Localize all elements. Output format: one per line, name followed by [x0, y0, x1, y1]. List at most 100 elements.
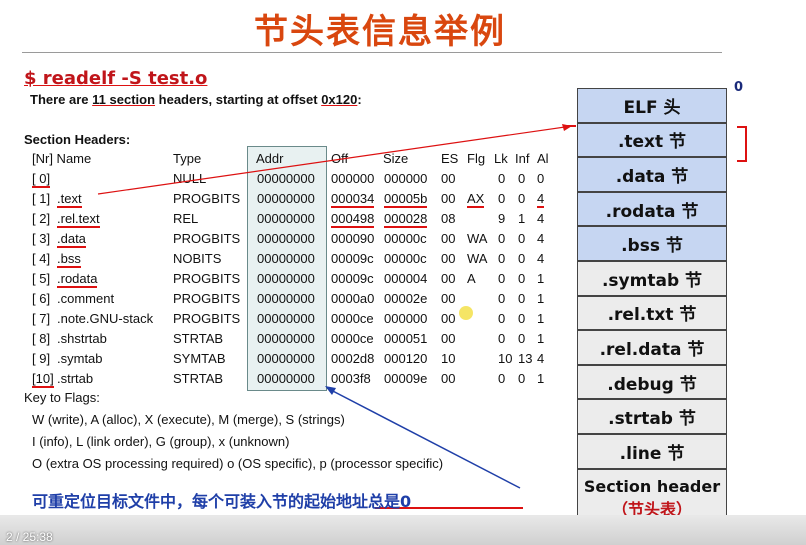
- cell-nr: [ 0]: [32, 171, 51, 188]
- cell-inf: 0: [518, 311, 526, 326]
- elf-block: .debug 节: [577, 364, 727, 400]
- cell-lk: 0: [498, 331, 506, 346]
- cell-type: PROGBITS: [173, 271, 241, 286]
- cell-nr: [ 6]: [32, 291, 51, 306]
- cursor-highlight: [459, 306, 473, 320]
- cell-type: PROGBITS: [173, 231, 241, 246]
- section-summary: There are 11 section headers, starting a…: [30, 92, 362, 107]
- cell-es: 00: [441, 271, 456, 286]
- cell-off: 0000a0: [331, 291, 375, 306]
- cell-nr: [ 2]: [32, 211, 51, 226]
- sections-heading: Section Headers:: [24, 132, 131, 147]
- flags-line-1: W (write), A (alloc), X (execute), M (me…: [32, 412, 345, 427]
- cell-addr: 00000000: [257, 271, 315, 286]
- cell-size: 00000c: [384, 251, 427, 266]
- col-nr-name: [Nr] Name: [32, 151, 92, 166]
- cell-lk: 0: [498, 371, 506, 386]
- cell-nr: [ 4]: [32, 251, 51, 266]
- cell-size: 00009e: [384, 371, 428, 386]
- summary-post: :: [357, 92, 362, 107]
- cell-name: .data: [57, 231, 86, 248]
- cell-off: 000000: [331, 171, 375, 186]
- cell-lk: 0: [498, 231, 506, 246]
- cell-flg: A: [467, 271, 476, 286]
- cell-addr: 00000000: [257, 231, 315, 246]
- col-al: Al: [537, 151, 549, 166]
- cell-size: 000051: [384, 331, 428, 346]
- cell-nr: [ 8]: [32, 331, 51, 346]
- cell-lk: 0: [498, 191, 506, 206]
- video-timestamp: 2 / 25:38: [6, 530, 53, 544]
- text-bracket: [737, 126, 747, 162]
- cell-addr: 00000000: [257, 351, 315, 366]
- cell-size: 000004: [384, 271, 428, 286]
- cell-al: 1: [537, 371, 545, 386]
- cell-addr: 00000000: [257, 331, 315, 346]
- cell-off: 0003f8: [331, 371, 371, 386]
- cell-es: 00: [441, 171, 456, 186]
- note-pointer-arrowhead: [325, 386, 336, 395]
- column-headers: [Nr] Name Type Addr Off Size ES Flg Lk I…: [0, 151, 560, 169]
- cell-off: 0000ce: [331, 311, 374, 326]
- elf-block: .symtab 节: [577, 261, 727, 296]
- cell-size: 00005b: [384, 191, 428, 208]
- video-control-bar[interactable]: [0, 515, 806, 545]
- col-off: Off: [331, 151, 349, 166]
- elf-block: .rel.txt 节: [577, 295, 727, 331]
- cell-off: 00009c: [331, 251, 374, 266]
- summary-count: 11 section: [92, 92, 156, 107]
- cell-es: 00: [441, 231, 456, 246]
- cell-inf: 0: [518, 271, 526, 286]
- cell-off: 000498: [331, 211, 375, 228]
- flags-heading: Key to Flags:: [24, 390, 100, 405]
- cell-addr: 00000000: [257, 371, 315, 386]
- elf-block: .bss 节: [577, 226, 727, 261]
- cell-lk: 9: [498, 211, 506, 226]
- cell-al: 1: [537, 271, 545, 286]
- cell-addr: 00000000: [257, 251, 315, 266]
- cell-inf: 0: [518, 251, 526, 266]
- cell-al: 0: [537, 171, 545, 186]
- cell-inf: 0: [518, 291, 526, 306]
- cell-inf: 0: [518, 171, 526, 186]
- cell-addr: 00000000: [257, 311, 315, 326]
- cell-lk: 10: [498, 351, 513, 366]
- elf-block: .rel.data 节: [577, 330, 727, 365]
- cell-size: 000120: [384, 351, 428, 366]
- cell-name: .text: [57, 191, 82, 208]
- col-es: ES: [441, 151, 459, 166]
- cell-addr: 00000000: [257, 191, 315, 206]
- cell-nr: [ 7]: [32, 311, 51, 326]
- cell-lk: 0: [498, 311, 506, 326]
- cell-type: STRTAB: [173, 331, 224, 346]
- cell-es: 00: [441, 291, 456, 306]
- cell-type: STRTAB: [173, 371, 224, 386]
- elf-block: ELF 头: [577, 88, 727, 123]
- col-size: Size: [383, 151, 409, 166]
- cell-al: 4: [537, 211, 545, 226]
- elf-block: .data 节: [577, 157, 727, 192]
- cell-flg: WA: [467, 231, 488, 246]
- command-line: $ readelf -S test.o: [24, 68, 207, 89]
- cell-addr: 00000000: [257, 291, 315, 306]
- cell-nr: [ 9]: [32, 351, 51, 366]
- elf-block: .line 节: [577, 434, 727, 469]
- cell-lk: 0: [498, 251, 506, 266]
- slide-title: 节头表信息举例: [254, 12, 506, 52]
- addr-column-highlight: [247, 146, 327, 391]
- cell-es: 00: [441, 251, 456, 266]
- title-divider: [22, 52, 722, 53]
- col-flg: Flg: [467, 151, 486, 166]
- cell-off: 000090: [331, 231, 375, 246]
- cell-flg: AX: [467, 191, 485, 208]
- cell-al: 1: [537, 311, 545, 326]
- cell-type: NOBITS: [173, 251, 222, 266]
